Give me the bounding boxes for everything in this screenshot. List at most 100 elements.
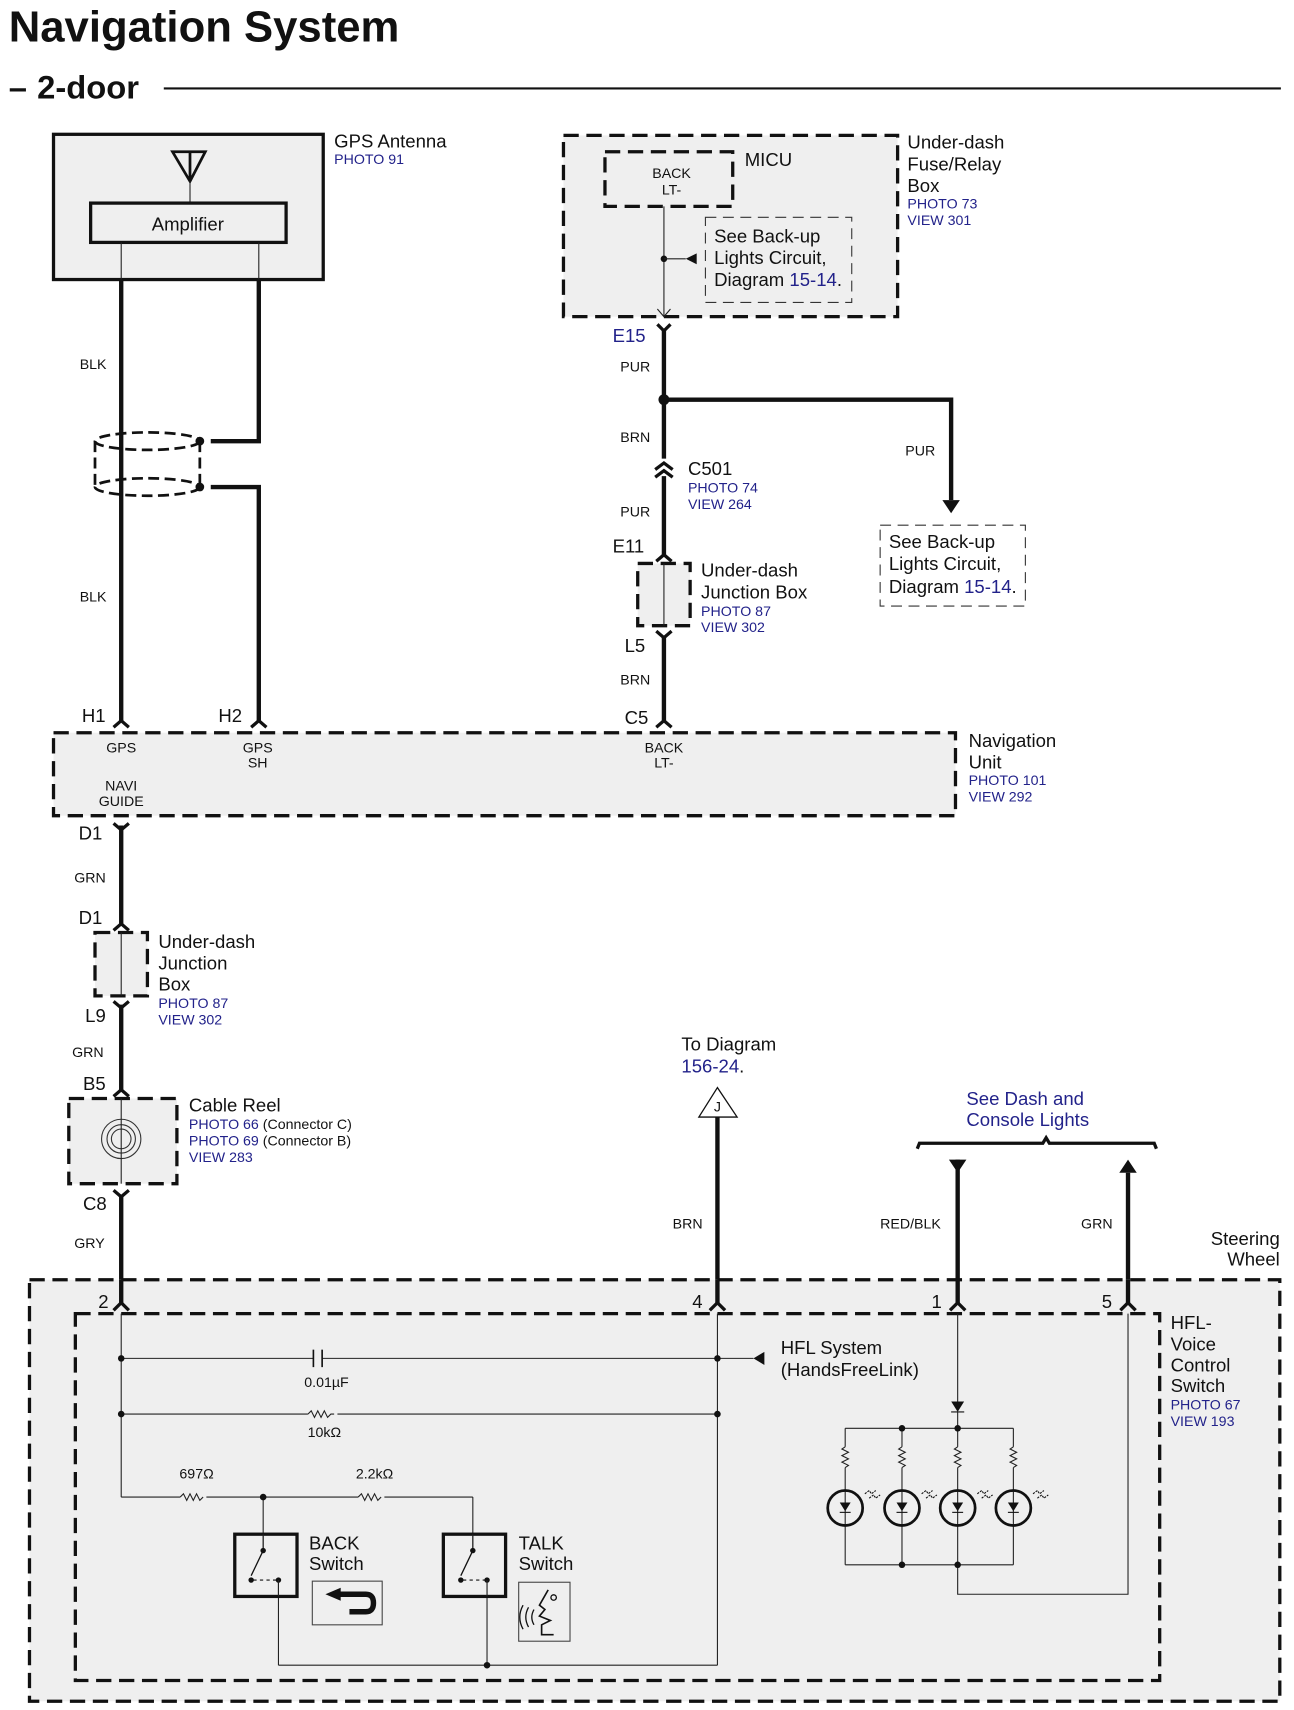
view-link[interactable]: VIEW 193 bbox=[1171, 1414, 1235, 1430]
capacitor-value: 0.01µF bbox=[304, 1375, 349, 1391]
led-array bbox=[845, 1313, 1129, 1595]
back-switch-label: Switch bbox=[309, 1553, 364, 1574]
wire-color-label: BLK bbox=[80, 357, 107, 373]
connector-c5[interactable]: C5 bbox=[625, 707, 649, 728]
photo-link[interactable]: PHOTO 67 bbox=[1171, 1398, 1241, 1414]
svg-text:See Back-up: See Back-up bbox=[889, 531, 995, 552]
note-text: Lights Circuit, bbox=[714, 247, 826, 268]
wire-color-label: RED/BLK bbox=[880, 1216, 941, 1232]
diagram-link[interactable]: 15-14 bbox=[789, 269, 836, 290]
to-diagram-label: To Diagram bbox=[681, 1033, 776, 1054]
svg-text:NAVI: NAVI bbox=[105, 779, 137, 795]
gps-antenna[interactable]: Amplifier bbox=[51, 132, 325, 282]
amplifier-label: Amplifier bbox=[152, 213, 224, 234]
c501-photo-link[interactable]: PHOTO 74 bbox=[688, 480, 758, 496]
resistor-value: 2.2kΩ bbox=[356, 1467, 393, 1483]
fuse-box-label: Under-dash bbox=[907, 132, 1004, 153]
svg-text:HFL-: HFL- bbox=[1171, 1312, 1212, 1333]
cable-reel[interactable] bbox=[67, 1096, 179, 1186]
connector-h1[interactable]: H1 bbox=[82, 705, 106, 726]
wire-color-label: GRY bbox=[74, 1236, 105, 1252]
nav-unit-label: Unit bbox=[969, 752, 1003, 773]
svg-text:Diagram 15-14.: Diagram 15-14. bbox=[889, 576, 1017, 597]
under-dash-fuse-relay-box[interactable]: BACK LT- See Back-up Lights Circuit, Dia… bbox=[561, 133, 900, 319]
fuse-box-photo-link[interactable]: PHOTO 73 bbox=[907, 197, 977, 213]
connector-d1[interactable]: D1 bbox=[79, 823, 103, 844]
fuse-box-view-link[interactable]: VIEW 301 bbox=[907, 213, 971, 229]
led-icon bbox=[826, 1428, 881, 1565]
dash-lights-link[interactable]: Console Lights bbox=[966, 1109, 1089, 1130]
backup-lights-note[interactable]: See Back-up Lights Circuit, Diagram 15-1… bbox=[879, 524, 1026, 607]
under-dash-junction-box[interactable] bbox=[636, 561, 692, 628]
shield-icon bbox=[93, 431, 202, 498]
resistor-value: 10kΩ bbox=[308, 1425, 341, 1441]
arrow-down-icon bbox=[942, 500, 960, 514]
pin-1: 1 bbox=[931, 1291, 941, 1312]
svg-text:GPS: GPS bbox=[243, 740, 273, 756]
svg-text:Voice: Voice bbox=[1171, 1334, 1216, 1355]
connector-c8[interactable]: C8 bbox=[83, 1193, 107, 1214]
micu-terminal-label: LT- bbox=[662, 182, 682, 198]
wire-color-label: PUR bbox=[620, 504, 650, 520]
antenna-icon bbox=[170, 150, 208, 185]
photo-link[interactable]: PHOTO 87 bbox=[158, 996, 228, 1012]
steering-wheel-label: Wheel bbox=[1227, 1249, 1280, 1270]
section-subtitle: 2-door bbox=[37, 68, 139, 105]
voice-talk-icon bbox=[518, 1581, 571, 1642]
svg-text:Diagram 15-14.: Diagram 15-14. bbox=[714, 269, 842, 290]
junction-photo-link[interactable]: PHOTO 87 bbox=[701, 604, 771, 620]
connector-l5[interactable]: L5 bbox=[625, 635, 646, 656]
page-title: Navigation System bbox=[9, 2, 400, 51]
junction-box-label: Under-dash bbox=[701, 560, 798, 581]
svg-text:Under-dash: Under-dash bbox=[158, 931, 255, 952]
view-link[interactable]: VIEW 283 bbox=[189, 1150, 253, 1166]
talk-switch-label: TALK bbox=[519, 1532, 565, 1553]
svg-text:156-24.: 156-24. bbox=[681, 1055, 744, 1076]
back-switch[interactable] bbox=[233, 1532, 299, 1599]
connector-e15[interactable]: E15 bbox=[613, 325, 646, 346]
connector-d1[interactable]: D1 bbox=[79, 907, 103, 928]
hfl-system-label: (HandsFreeLink) bbox=[781, 1359, 919, 1380]
fuse-box-label: Box bbox=[907, 175, 940, 196]
navigation-unit[interactable]: GPS GPS SH BACK LT- NAVI GUIDE bbox=[51, 731, 958, 818]
svg-text:Switch: Switch bbox=[1171, 1375, 1226, 1396]
wire-color-label: BRN bbox=[673, 1216, 703, 1232]
wire-color-label: PUR bbox=[905, 443, 935, 459]
wire-color-label: GRN bbox=[74, 870, 106, 886]
connector-e11[interactable]: E11 bbox=[613, 536, 645, 557]
section-dash: – bbox=[9, 68, 27, 105]
back-arrow-icon bbox=[311, 1580, 383, 1626]
under-dash-junction-box-left[interactable] bbox=[93, 930, 150, 998]
micu-terminal-label: BACK bbox=[652, 166, 691, 182]
back-switch-label: BACK bbox=[309, 1532, 360, 1553]
wire-color-label: BRN bbox=[620, 673, 650, 689]
resistor-value: 697Ω bbox=[179, 1467, 213, 1483]
connector-l9[interactable]: L9 bbox=[85, 1005, 106, 1026]
dash-lights-link[interactable]: See Dash and bbox=[966, 1088, 1084, 1109]
gps-antenna-photo-link[interactable]: PHOTO 91 bbox=[334, 152, 404, 168]
wire-color-label: GRN bbox=[72, 1045, 104, 1061]
nav-unit-view-link[interactable]: VIEW 292 bbox=[969, 789, 1033, 805]
pin-5: 5 bbox=[1102, 1291, 1112, 1312]
talk-switch[interactable] bbox=[441, 1532, 508, 1599]
diagram-link[interactable]: 156-24 bbox=[681, 1055, 739, 1076]
note-text: See Back-up bbox=[714, 225, 820, 246]
talk-switch-label: Switch bbox=[519, 1553, 574, 1574]
view-link[interactable]: VIEW 302 bbox=[158, 1012, 222, 1028]
junction-view-link[interactable]: VIEW 302 bbox=[701, 620, 765, 636]
brace bbox=[915, 1134, 1158, 1150]
pin-2: 2 bbox=[98, 1291, 108, 1312]
pin-4: 4 bbox=[692, 1291, 702, 1312]
nav-unit-photo-link[interactable]: PHOTO 101 bbox=[969, 773, 1047, 789]
led-icon bbox=[994, 1428, 1049, 1565]
connector-b5[interactable]: B5 bbox=[83, 1073, 106, 1094]
c501-view-link[interactable]: VIEW 264 bbox=[688, 497, 752, 513]
svg-text:LT-: LT- bbox=[654, 756, 674, 772]
svg-text:Control: Control bbox=[1171, 1354, 1231, 1375]
connector-h2[interactable]: H2 bbox=[218, 705, 242, 726]
diagram-link: 15-14 bbox=[964, 576, 1011, 597]
connector-c501[interactable]: C501 bbox=[688, 458, 732, 479]
wire-color-label: PUR bbox=[620, 359, 650, 375]
svg-text:SH: SH bbox=[248, 756, 268, 772]
